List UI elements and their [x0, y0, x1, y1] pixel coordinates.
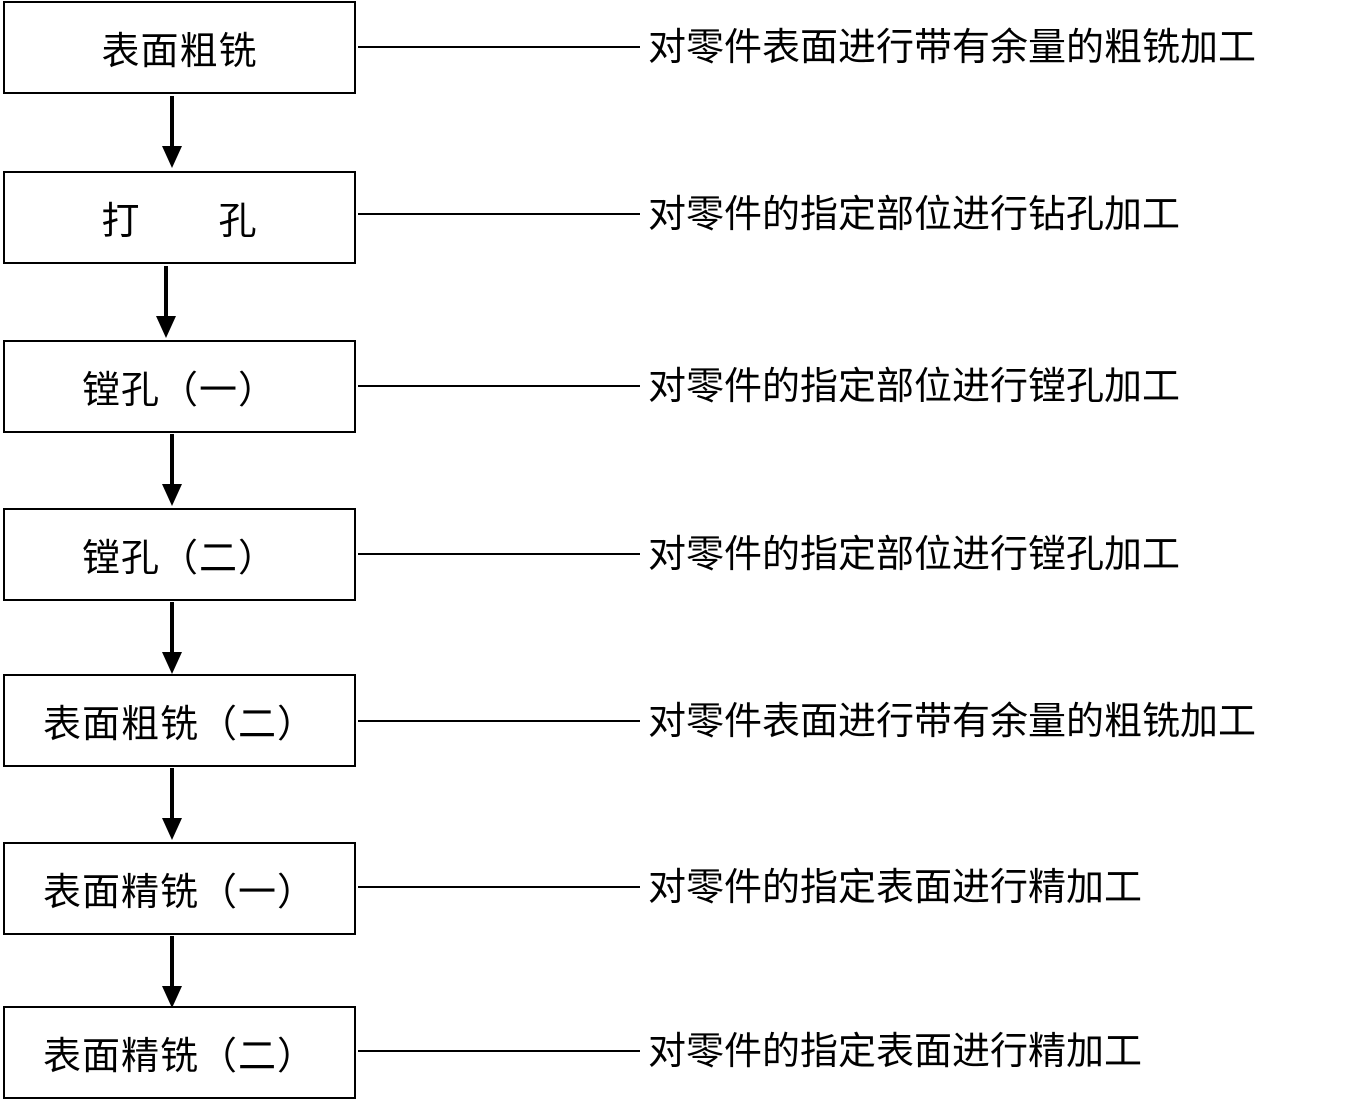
step-label: 打 孔: [101, 199, 258, 243]
step-description: 对零件表面进行带有余量的粗铣加工: [648, 25, 1257, 69]
step-box-finish-milling-1: 表面精铣（一）: [3, 842, 356, 935]
step-description: 对零件表面进行带有余量的粗铣加工: [648, 699, 1257, 743]
step-box-finish-milling-2: 表面精铣（二）: [3, 1006, 356, 1099]
down-arrow-icon: [162, 96, 182, 168]
step-box-rough-milling-2: 表面粗铣（二）: [3, 674, 356, 767]
down-arrow-icon: [162, 936, 182, 1008]
step-label: 镗孔（一）: [81, 368, 277, 412]
step-box-rough-milling-1: 表面粗铣: [3, 1, 356, 94]
step-label: 镗孔（二）: [81, 536, 277, 580]
step-label: 表面粗铣: [101, 29, 258, 73]
step-description: 对零件的指定表面进行精加工: [648, 1029, 1143, 1073]
leader-line: [358, 1050, 640, 1052]
down-arrow-icon: [162, 434, 182, 506]
leader-line: [358, 720, 640, 722]
down-arrow-icon: [162, 602, 182, 674]
step-description: 对零件的指定部位进行镗孔加工: [648, 364, 1181, 408]
down-arrow-icon: [162, 768, 182, 840]
leader-line: [358, 46, 640, 48]
step-label: 表面粗铣（二）: [42, 702, 316, 746]
leader-line: [358, 553, 640, 555]
step-box-boring-1: 镗孔（一）: [3, 340, 356, 433]
step-description: 对零件的指定部位进行镗孔加工: [648, 532, 1181, 576]
leader-line: [358, 213, 640, 215]
down-arrow-icon: [156, 266, 176, 338]
leader-line: [358, 385, 640, 387]
leader-line: [358, 886, 640, 888]
step-label: 表面精铣（一）: [42, 870, 316, 914]
step-box-drilling: 打 孔: [3, 171, 356, 264]
step-description: 对零件的指定表面进行精加工: [648, 865, 1143, 909]
step-box-boring-2: 镗孔（二）: [3, 508, 356, 601]
step-description: 对零件的指定部位进行钻孔加工: [648, 192, 1181, 236]
step-label: 表面精铣（二）: [42, 1034, 316, 1078]
